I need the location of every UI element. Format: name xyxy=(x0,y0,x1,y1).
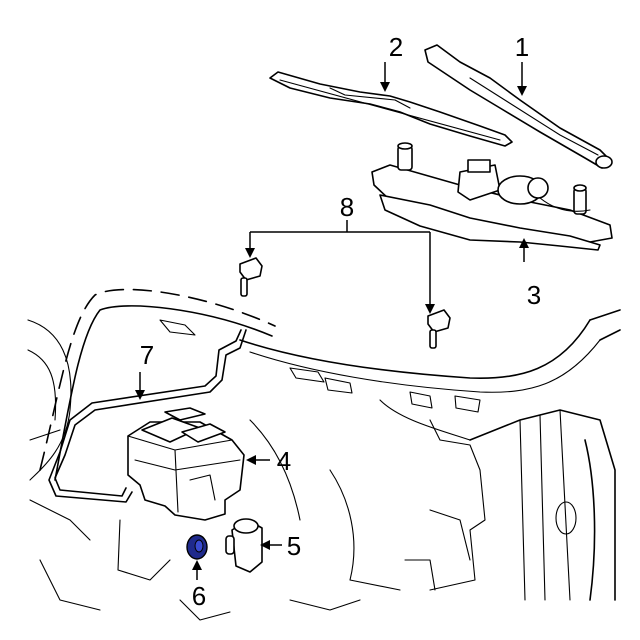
vehicle-body-outline xyxy=(27,288,621,621)
washer-nozzle-left-part xyxy=(239,257,263,297)
callout-7: 7 xyxy=(140,340,154,370)
callout-5: 5 xyxy=(287,531,301,561)
callout-3: 3 xyxy=(527,280,541,310)
washer-nozzle-right-part xyxy=(427,309,451,349)
wiper-blade-part xyxy=(269,71,513,147)
washer-reservoir-part xyxy=(127,407,245,521)
pump-grommet-part[interactable] xyxy=(186,534,208,560)
callout-labels: 1 2 3 4 5 6 7 8 xyxy=(140,32,541,611)
callout-2: 2 xyxy=(389,32,403,62)
washer-pump-part xyxy=(225,518,263,573)
callout-1: 1 xyxy=(515,32,529,62)
callout-8: 8 xyxy=(340,192,354,222)
wiper-motor-linkage-part xyxy=(371,142,613,251)
callout-4: 4 xyxy=(277,446,291,476)
washer-hose-part xyxy=(48,329,247,503)
wiper-arm-part xyxy=(424,44,613,169)
callout-6: 6 xyxy=(192,581,206,611)
leader-arrows xyxy=(135,62,529,580)
